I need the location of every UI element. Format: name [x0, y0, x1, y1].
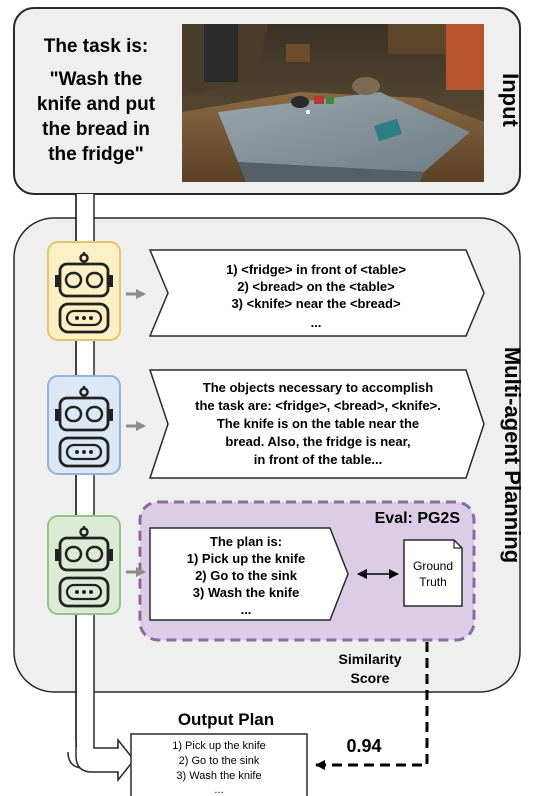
agent-1-line-1: 1) <fridge> in front of <table> — [226, 262, 406, 277]
flow-arrow-head — [75, 737, 135, 783]
eval-label: Eval: PG2S — [375, 510, 461, 527]
task-line-1: "Wash the — [50, 69, 143, 90]
agent-2-line-4: bread. Also, the fridge is near, — [225, 434, 410, 449]
ground-truth-line-2: Truth — [419, 575, 447, 589]
agent-3-robot-icon — [47, 515, 121, 615]
score-value: 0.94 — [346, 736, 381, 756]
similarity-line-1: Similarity — [338, 651, 401, 667]
agent-1-output-box — [148, 249, 485, 337]
similarity-line-2: Score — [351, 670, 390, 686]
agent-2-line-1: The objects necessary to accomplish — [203, 380, 434, 395]
planning-side-label: Multi-agent Planning — [500, 347, 525, 563]
agent-1-line-3: 3) <knife> near the <bread> — [231, 296, 400, 311]
agent-2-line-5: in front of the table... — [254, 452, 383, 467]
output-plan-box — [130, 733, 308, 796]
agent-1-line-4: ... — [311, 315, 322, 330]
agent-2-output-box — [148, 369, 485, 479]
task-line-4: the fridge" — [48, 144, 144, 165]
agent-2-line-2: the task are: <fridge>, <bread>, <knife>… — [195, 398, 441, 413]
agent-1-robot-icon — [47, 241, 121, 341]
ground-truth-document — [403, 539, 463, 607]
task-heading: The task is: — [44, 36, 149, 57]
agent-3-line-4: 3) Wash the knife — [193, 585, 299, 600]
output-line-2: 2) Go to the sink — [179, 755, 260, 767]
agent-1-line-2: 2) <bread> on the <table> — [237, 279, 395, 294]
score-dashed-arrow — [315, 642, 429, 770]
output-title: Output Plan — [178, 710, 274, 729]
agent-2-line-3: The knife is on the table near the — [217, 416, 419, 431]
agent-3-line-3: 2) Go to the sink — [195, 568, 298, 583]
ground-truth-line-1: Ground — [413, 559, 453, 573]
task-line-2: knife and put — [37, 94, 156, 115]
agent-2-robot-icon — [47, 375, 121, 475]
kitchen-scene-image — [182, 24, 484, 182]
agent-3-output-box — [149, 527, 349, 621]
input-side-label: Input — [498, 73, 523, 127]
agent-3-line-5: ... — [241, 602, 252, 617]
agent-3-line-2: 1) Pick up the knife — [187, 551, 305, 566]
agent-3-line-1: The plan is: — [210, 534, 282, 549]
output-line-3: 3) Wash the knife — [176, 770, 261, 782]
output-line-1: 1) Pick up the knife — [172, 740, 266, 752]
task-line-3: the bread in — [42, 119, 150, 140]
output-line-4: ... — [214, 784, 223, 796]
